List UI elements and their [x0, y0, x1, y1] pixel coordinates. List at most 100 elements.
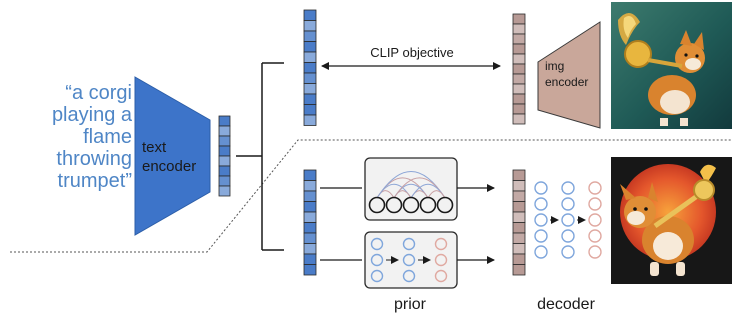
- clip-image-embedding: [512, 13, 526, 125]
- diffusion-prior-node: [370, 253, 384, 267]
- decoder-node: [588, 229, 602, 243]
- bracket-connector: [236, 62, 284, 251]
- embedding-cell: [303, 264, 317, 276]
- embedding-cell: [303, 30, 317, 42]
- embedding-cell: [303, 232, 317, 244]
- prompt-line: “a corgi: [65, 82, 132, 104]
- embedding-cell: [512, 190, 526, 202]
- text-encoder-label: text encoder: [142, 139, 196, 175]
- prior-token-node: [368, 196, 386, 214]
- embedding-cell: [303, 180, 317, 192]
- prompt-line: flame: [83, 126, 132, 148]
- embedding-cell: [303, 20, 317, 32]
- decoder-node: [588, 213, 602, 227]
- embedding-cell: [303, 253, 317, 265]
- text-embedding-vector: [218, 115, 231, 197]
- prior-attention-arc: [427, 190, 446, 199]
- prior-token-node: [402, 196, 420, 214]
- diffusion-prior-node: [434, 269, 448, 283]
- text-encoder-block: [134, 76, 211, 236]
- decoder-node: [561, 213, 575, 227]
- img-encoder-label-line: img: [545, 59, 564, 73]
- embedding-cell: [512, 222, 526, 234]
- embedding-cell: [512, 232, 526, 244]
- diffusion-prior-node: [402, 253, 416, 267]
- prompt-line: trumpet”: [57, 170, 132, 192]
- embedding-cell: [512, 243, 526, 255]
- autoregressive-prior-box: [364, 157, 458, 221]
- prompt-text: “a corgi playing a flame throwing trumpe…: [14, 82, 132, 192]
- decoder-node: [534, 245, 548, 259]
- embedding-cell: [512, 264, 526, 276]
- decoder-node: [588, 245, 602, 259]
- decoder-node: [534, 229, 548, 243]
- clip-text-embedding: [303, 9, 317, 126]
- diffusion-prior-node: [370, 237, 384, 251]
- embedding-cell: [303, 62, 317, 74]
- embedding-cell: [303, 9, 317, 21]
- embedding-cell: [218, 155, 231, 167]
- embedding-cell: [303, 222, 317, 234]
- decoder-node: [561, 181, 575, 195]
- prior-token-nodes: [368, 196, 454, 214]
- diffusion-prior-node: [434, 237, 448, 251]
- embedding-cell: [512, 253, 526, 265]
- embedding-cell: [512, 83, 526, 95]
- embedding-cell: [512, 13, 526, 25]
- embedding-cell: [303, 104, 317, 116]
- decoder-node: [561, 197, 575, 211]
- corgi-trumpet-generated-icon: [611, 157, 732, 284]
- corgi-trumpet-photo-icon: [611, 2, 732, 129]
- embedding-cell: [303, 114, 317, 126]
- decoder-node: [588, 197, 602, 211]
- embedding-cell: [303, 51, 317, 63]
- diffusion-prior-node: [434, 253, 448, 267]
- text-encoder-label-line: encoder: [142, 158, 196, 175]
- embedding-cell: [512, 211, 526, 223]
- embedding-cell: [303, 83, 317, 95]
- embedding-cell: [512, 103, 526, 115]
- prompt-line: throwing: [56, 148, 132, 170]
- img-encoder-label: img encoder: [545, 59, 588, 89]
- embedding-cell: [303, 211, 317, 223]
- embedding-cell: [218, 175, 231, 187]
- prior-token-node: [385, 196, 403, 214]
- embedding-cell: [512, 43, 526, 55]
- embedding-cell: [512, 93, 526, 105]
- prompt-line: playing a: [51, 104, 132, 126]
- decoder-network: [534, 181, 602, 259]
- diffusion-prior-node: [370, 269, 384, 283]
- diffusion-prior-node: [402, 237, 416, 251]
- decoder-node: [588, 181, 602, 195]
- embedding-cell: [512, 113, 526, 125]
- text-encoder-label-line: text: [142, 139, 167, 156]
- embedding-cell: [303, 41, 317, 53]
- decoder-node: [561, 229, 575, 243]
- prior-token-node: [436, 196, 454, 214]
- embedding-cell: [218, 135, 231, 147]
- embedding-cell: [218, 125, 231, 137]
- embedding-cell: [218, 165, 231, 177]
- embedding-cell: [512, 180, 526, 192]
- embedding-cell: [512, 63, 526, 75]
- embedding-cell: [218, 115, 231, 127]
- img-encoder-block: [537, 21, 601, 129]
- decoder-node: [561, 245, 575, 259]
- diffusion-prior-box: [364, 231, 458, 289]
- embedding-cell: [512, 23, 526, 35]
- decoder-label: decoder: [537, 296, 595, 313]
- dashed-separator: [10, 139, 732, 253]
- embedding-cell: [218, 145, 231, 157]
- decoder-node: [534, 181, 548, 195]
- img-encoder-label-line: encoder: [545, 75, 588, 89]
- embedding-cell: [303, 93, 317, 105]
- embedding-cell: [303, 201, 317, 213]
- diffusion-prior-node: [402, 269, 416, 283]
- embedding-cell: [218, 185, 231, 197]
- clip-objective-label: CLIP objective: [370, 45, 454, 60]
- embedding-cell: [303, 169, 317, 181]
- prior-token-node: [419, 196, 437, 214]
- prior-label: prior: [394, 296, 427, 313]
- decoder-node: [534, 197, 548, 211]
